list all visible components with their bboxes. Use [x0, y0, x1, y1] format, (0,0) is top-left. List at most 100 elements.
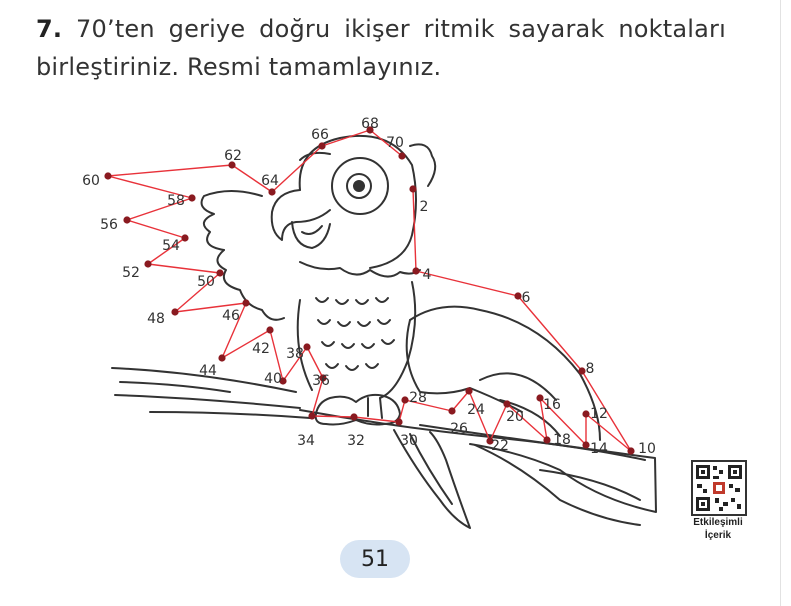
dot-label-36: 36	[312, 373, 330, 389]
dot-label-2: 2	[420, 199, 429, 215]
dot-label-54: 54	[162, 238, 180, 254]
branch-right-line	[539, 469, 641, 501]
dot-label-60: 60	[82, 173, 100, 189]
dot-label-64: 64	[261, 173, 279, 189]
dot-24	[465, 387, 473, 395]
dot-66	[318, 142, 326, 150]
dot-14	[582, 441, 590, 449]
dot-36	[319, 374, 327, 382]
dot-20	[503, 400, 511, 408]
dot-label-26: 26	[450, 421, 468, 437]
dot-label-8: 8	[586, 361, 595, 377]
dot-62	[228, 161, 236, 169]
dot-label-44: 44	[199, 363, 217, 379]
dot-label-20: 20	[506, 409, 524, 425]
dot-label-4: 4	[423, 267, 432, 283]
eye-iris	[346, 173, 372, 199]
dot-label-14: 14	[590, 441, 608, 457]
dot-28	[401, 396, 409, 404]
dot-52	[144, 260, 152, 268]
dot-label-50: 50	[197, 274, 215, 290]
beak-upper	[270, 189, 331, 241]
dot-22	[486, 437, 494, 445]
parrot-outline	[111, 134, 657, 529]
page-edge	[780, 0, 781, 606]
qr-label-line2: İçerik	[704, 530, 732, 541]
dot-40	[279, 377, 287, 385]
dot-label-28: 28	[409, 390, 427, 406]
dot-68	[366, 126, 374, 134]
parrot-feet	[314, 393, 401, 426]
dot-label-46: 46	[222, 308, 240, 324]
dot-12	[582, 410, 590, 418]
left-wing-lower	[216, 249, 285, 321]
eye-pupil	[353, 180, 365, 192]
dot-label-16: 16	[543, 397, 561, 413]
feet-toe-lines	[367, 397, 383, 419]
right-wing-feather-1	[479, 372, 557, 401]
branch-upper-edge	[111, 367, 297, 393]
dot-58	[188, 194, 196, 202]
tail	[393, 429, 471, 529]
dot-label-42: 42	[252, 341, 270, 357]
dot-50	[216, 269, 224, 277]
branch-line-2	[114, 394, 301, 409]
dot-6	[514, 292, 522, 300]
right-wing-top	[409, 305, 601, 441]
dot-48	[171, 308, 179, 316]
branch-line-1	[119, 381, 231, 393]
qr-label-line1: Etkileşimli	[693, 517, 743, 528]
dot-16	[536, 394, 544, 402]
beak-lower	[291, 221, 331, 249]
dot-label-68: 68	[361, 116, 379, 132]
dot-label-12: 12	[590, 406, 608, 422]
dot-label-66: 66	[311, 127, 329, 143]
dot-label-70: 70	[386, 135, 404, 151]
dot-label-30: 30	[400, 433, 418, 449]
dot-32	[350, 413, 358, 421]
dot-label-38: 38	[286, 346, 304, 362]
branch-right-shape	[419, 424, 657, 513]
dot-18	[543, 436, 551, 444]
exercise-instruction: 7. 70’ten geriye doğru ikişer ritmik say…	[36, 10, 726, 86]
dot-label-10: 10	[638, 441, 656, 457]
dot-26	[448, 407, 456, 415]
dot-label-48: 48	[147, 311, 165, 327]
dot-8	[578, 367, 586, 375]
dot-label-34: 34	[297, 433, 315, 449]
dot-10	[627, 447, 635, 455]
right-wing-inner	[405, 319, 523, 413]
dot-label-40: 40	[264, 371, 282, 387]
dot-4	[412, 267, 420, 275]
dot-30	[395, 418, 403, 426]
qr-code-icon	[696, 465, 742, 511]
head-crest-2	[409, 143, 437, 187]
dot-56	[123, 216, 131, 224]
chest-feathers	[315, 297, 395, 371]
dot-label-24: 24	[467, 402, 485, 418]
numbered-dots	[104, 126, 635, 455]
qr-code[interactable]	[691, 460, 747, 516]
dot-38	[303, 343, 311, 351]
dot-label-6: 6	[522, 290, 531, 306]
dot-label-22: 22	[491, 438, 509, 454]
dot-label-18: 18	[553, 432, 571, 448]
page-number: 51	[340, 540, 410, 578]
exercise-number: 7.	[36, 15, 63, 43]
body-right	[379, 281, 417, 399]
dot-label-52: 52	[122, 265, 140, 281]
dot-label-56: 56	[100, 217, 118, 233]
branch-line-3	[149, 411, 311, 419]
dot-60	[104, 172, 112, 180]
eye-outer	[331, 157, 389, 215]
dot-46	[242, 299, 250, 307]
dot-label-62: 62	[224, 148, 242, 164]
head-crest-1	[299, 151, 331, 161]
head-outline	[298, 134, 417, 269]
dot-42	[266, 326, 274, 334]
dot-34	[308, 412, 316, 420]
dot-44	[218, 354, 226, 362]
dot-2	[409, 185, 417, 193]
